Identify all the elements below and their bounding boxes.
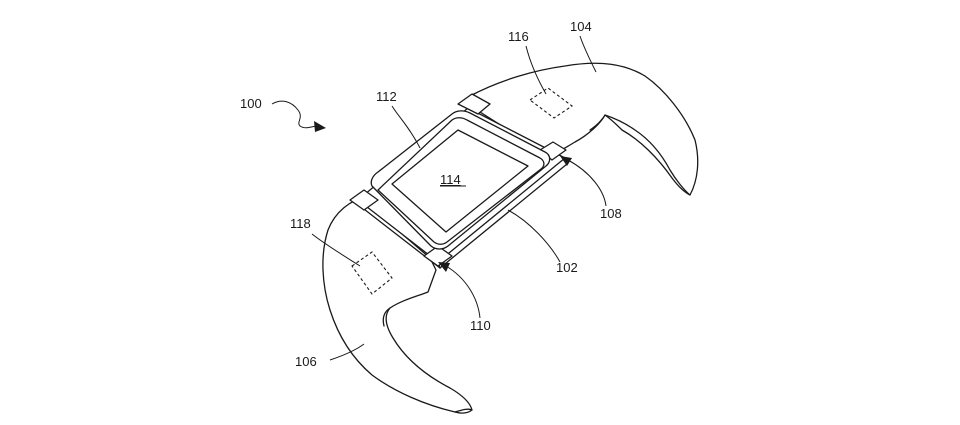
label-104: 104 xyxy=(570,19,592,34)
label-110: 110 xyxy=(470,318,491,333)
leader-110 xyxy=(438,262,481,319)
label-100: 100 xyxy=(240,96,262,111)
upper-band xyxy=(469,62,699,196)
connector-lugs xyxy=(349,93,567,267)
label-108: 108 xyxy=(600,206,622,221)
label-116: 116 xyxy=(508,29,529,44)
leader-112 xyxy=(391,105,421,149)
lower-band-sensor xyxy=(351,251,393,295)
leader-106 xyxy=(329,343,365,361)
label-102: 102 xyxy=(556,260,578,275)
leader-108 xyxy=(560,156,607,207)
label-112: 112 xyxy=(376,89,397,104)
leader-102 xyxy=(507,209,561,263)
label-118: 118 xyxy=(290,216,311,231)
leader-104 xyxy=(579,35,597,73)
upper-band-sensor xyxy=(529,87,573,119)
display xyxy=(391,129,529,233)
leader-116 xyxy=(525,45,547,95)
leader-118 xyxy=(311,233,361,267)
label-106: 106 xyxy=(295,354,317,369)
label-114: 114 xyxy=(440,172,461,187)
lower-band xyxy=(322,195,473,414)
assembly-arrow xyxy=(271,100,326,132)
